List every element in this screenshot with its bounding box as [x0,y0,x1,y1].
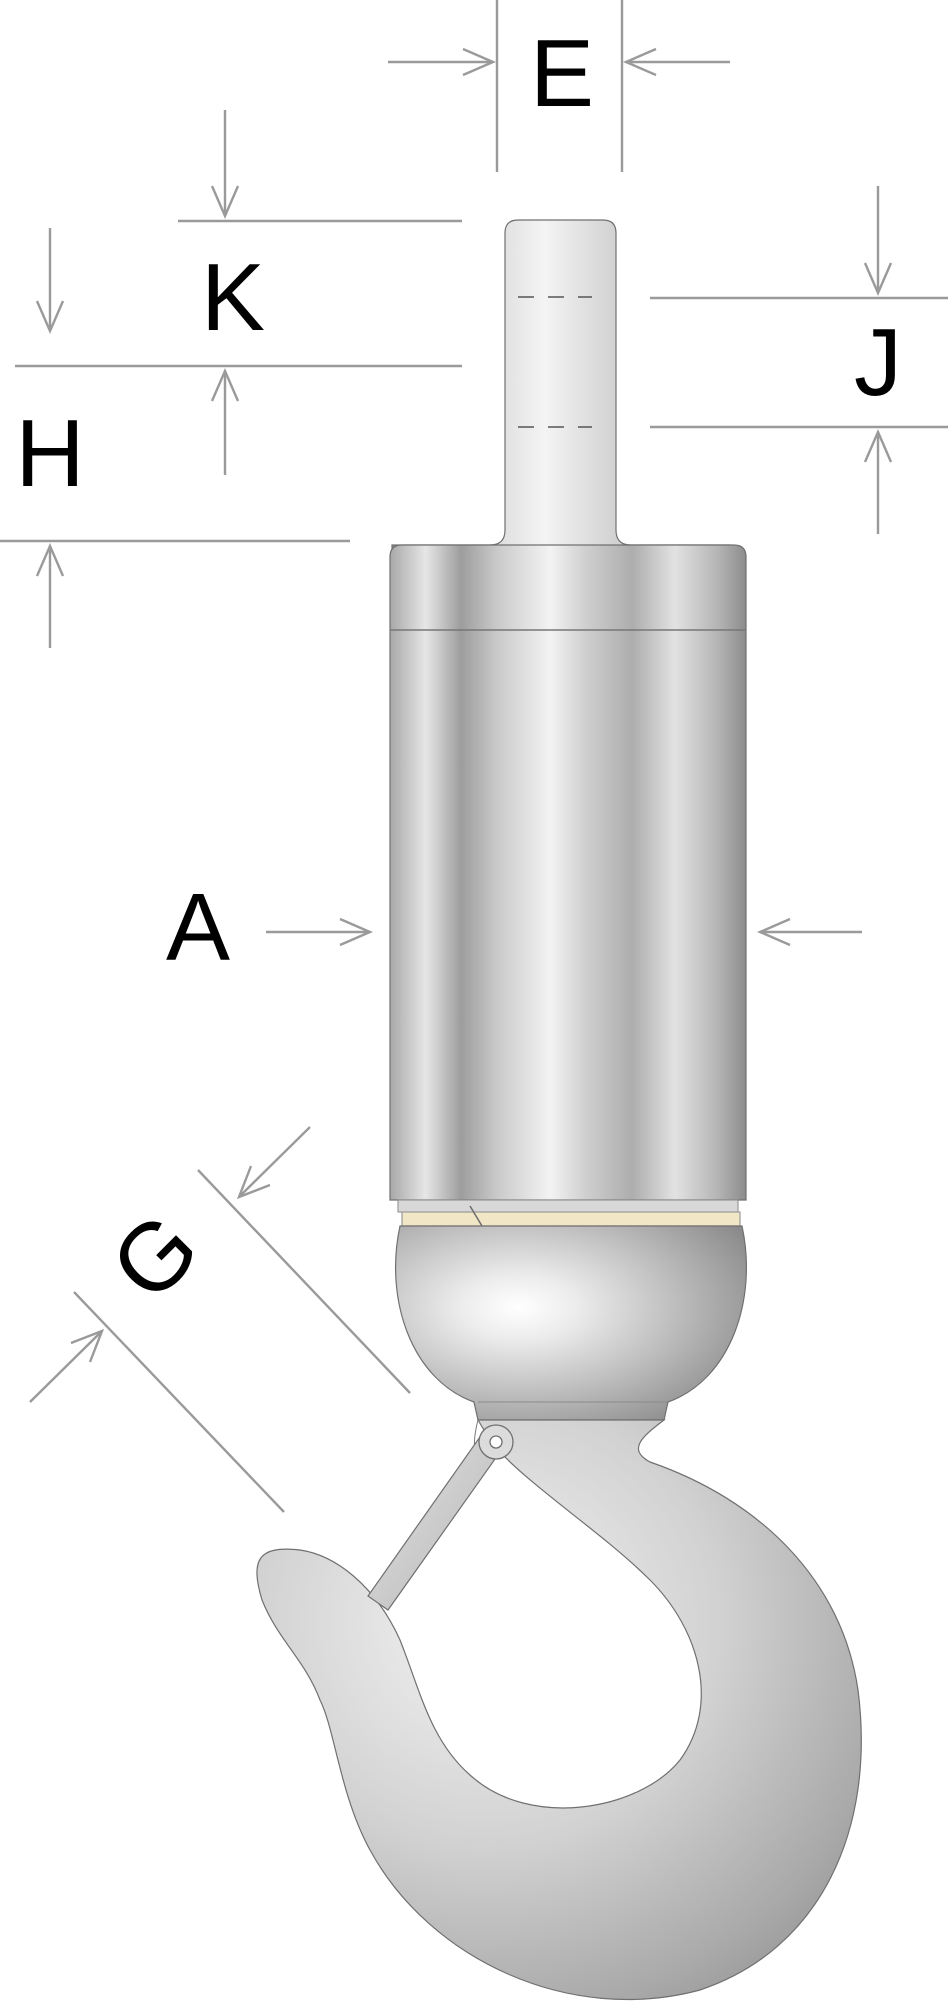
dimension-e-arrow-left-head [462,47,497,77]
bearing-ring [401,1211,741,1227]
dimension-k-arrow-bottom-head [210,367,240,402]
dimension-e-arrow-right-head [622,47,657,77]
swivel-ball [394,1225,748,1421]
dimension-label-a: A [166,874,230,981]
dimension-g-arrow-upper-head [236,1165,271,1200]
safety-latch [367,1433,501,1611]
body-lower-band [397,1199,739,1213]
hook [256,1419,862,2001]
dimension-g-arrow-lower-shaft [29,1330,103,1403]
dimension-label-e: E [530,20,594,127]
dimension-j-arrow-top-head [863,262,893,297]
dimension-h-arrow-bottom-head [35,542,65,577]
dimension-j-arrow-bottom-head [863,428,893,463]
dimension-g-extension-upper [197,1169,411,1394]
dimension-label-j: J [854,309,902,416]
bearing-ring-mark [469,1205,483,1227]
dimension-a-arrow-left-head [339,917,374,947]
dimension-label-h: H [15,400,84,507]
dimension-g-extension-lower [73,1291,285,1513]
dimension-h-arrow-top-head [35,300,65,335]
latch-pivot-pin [489,1435,503,1449]
dimension-g-arrow-lower-head [70,1328,105,1363]
dimension-label-k: K [201,244,265,351]
dimension-k-arrow-top-head [210,185,240,220]
dimension-label-g: G [91,1193,219,1321]
dimension-a-arrow-right-head [756,917,791,947]
block-body [389,544,747,1201]
shaft [391,219,731,553]
dimension-g-arrow-upper-shaft [238,1126,311,1198]
